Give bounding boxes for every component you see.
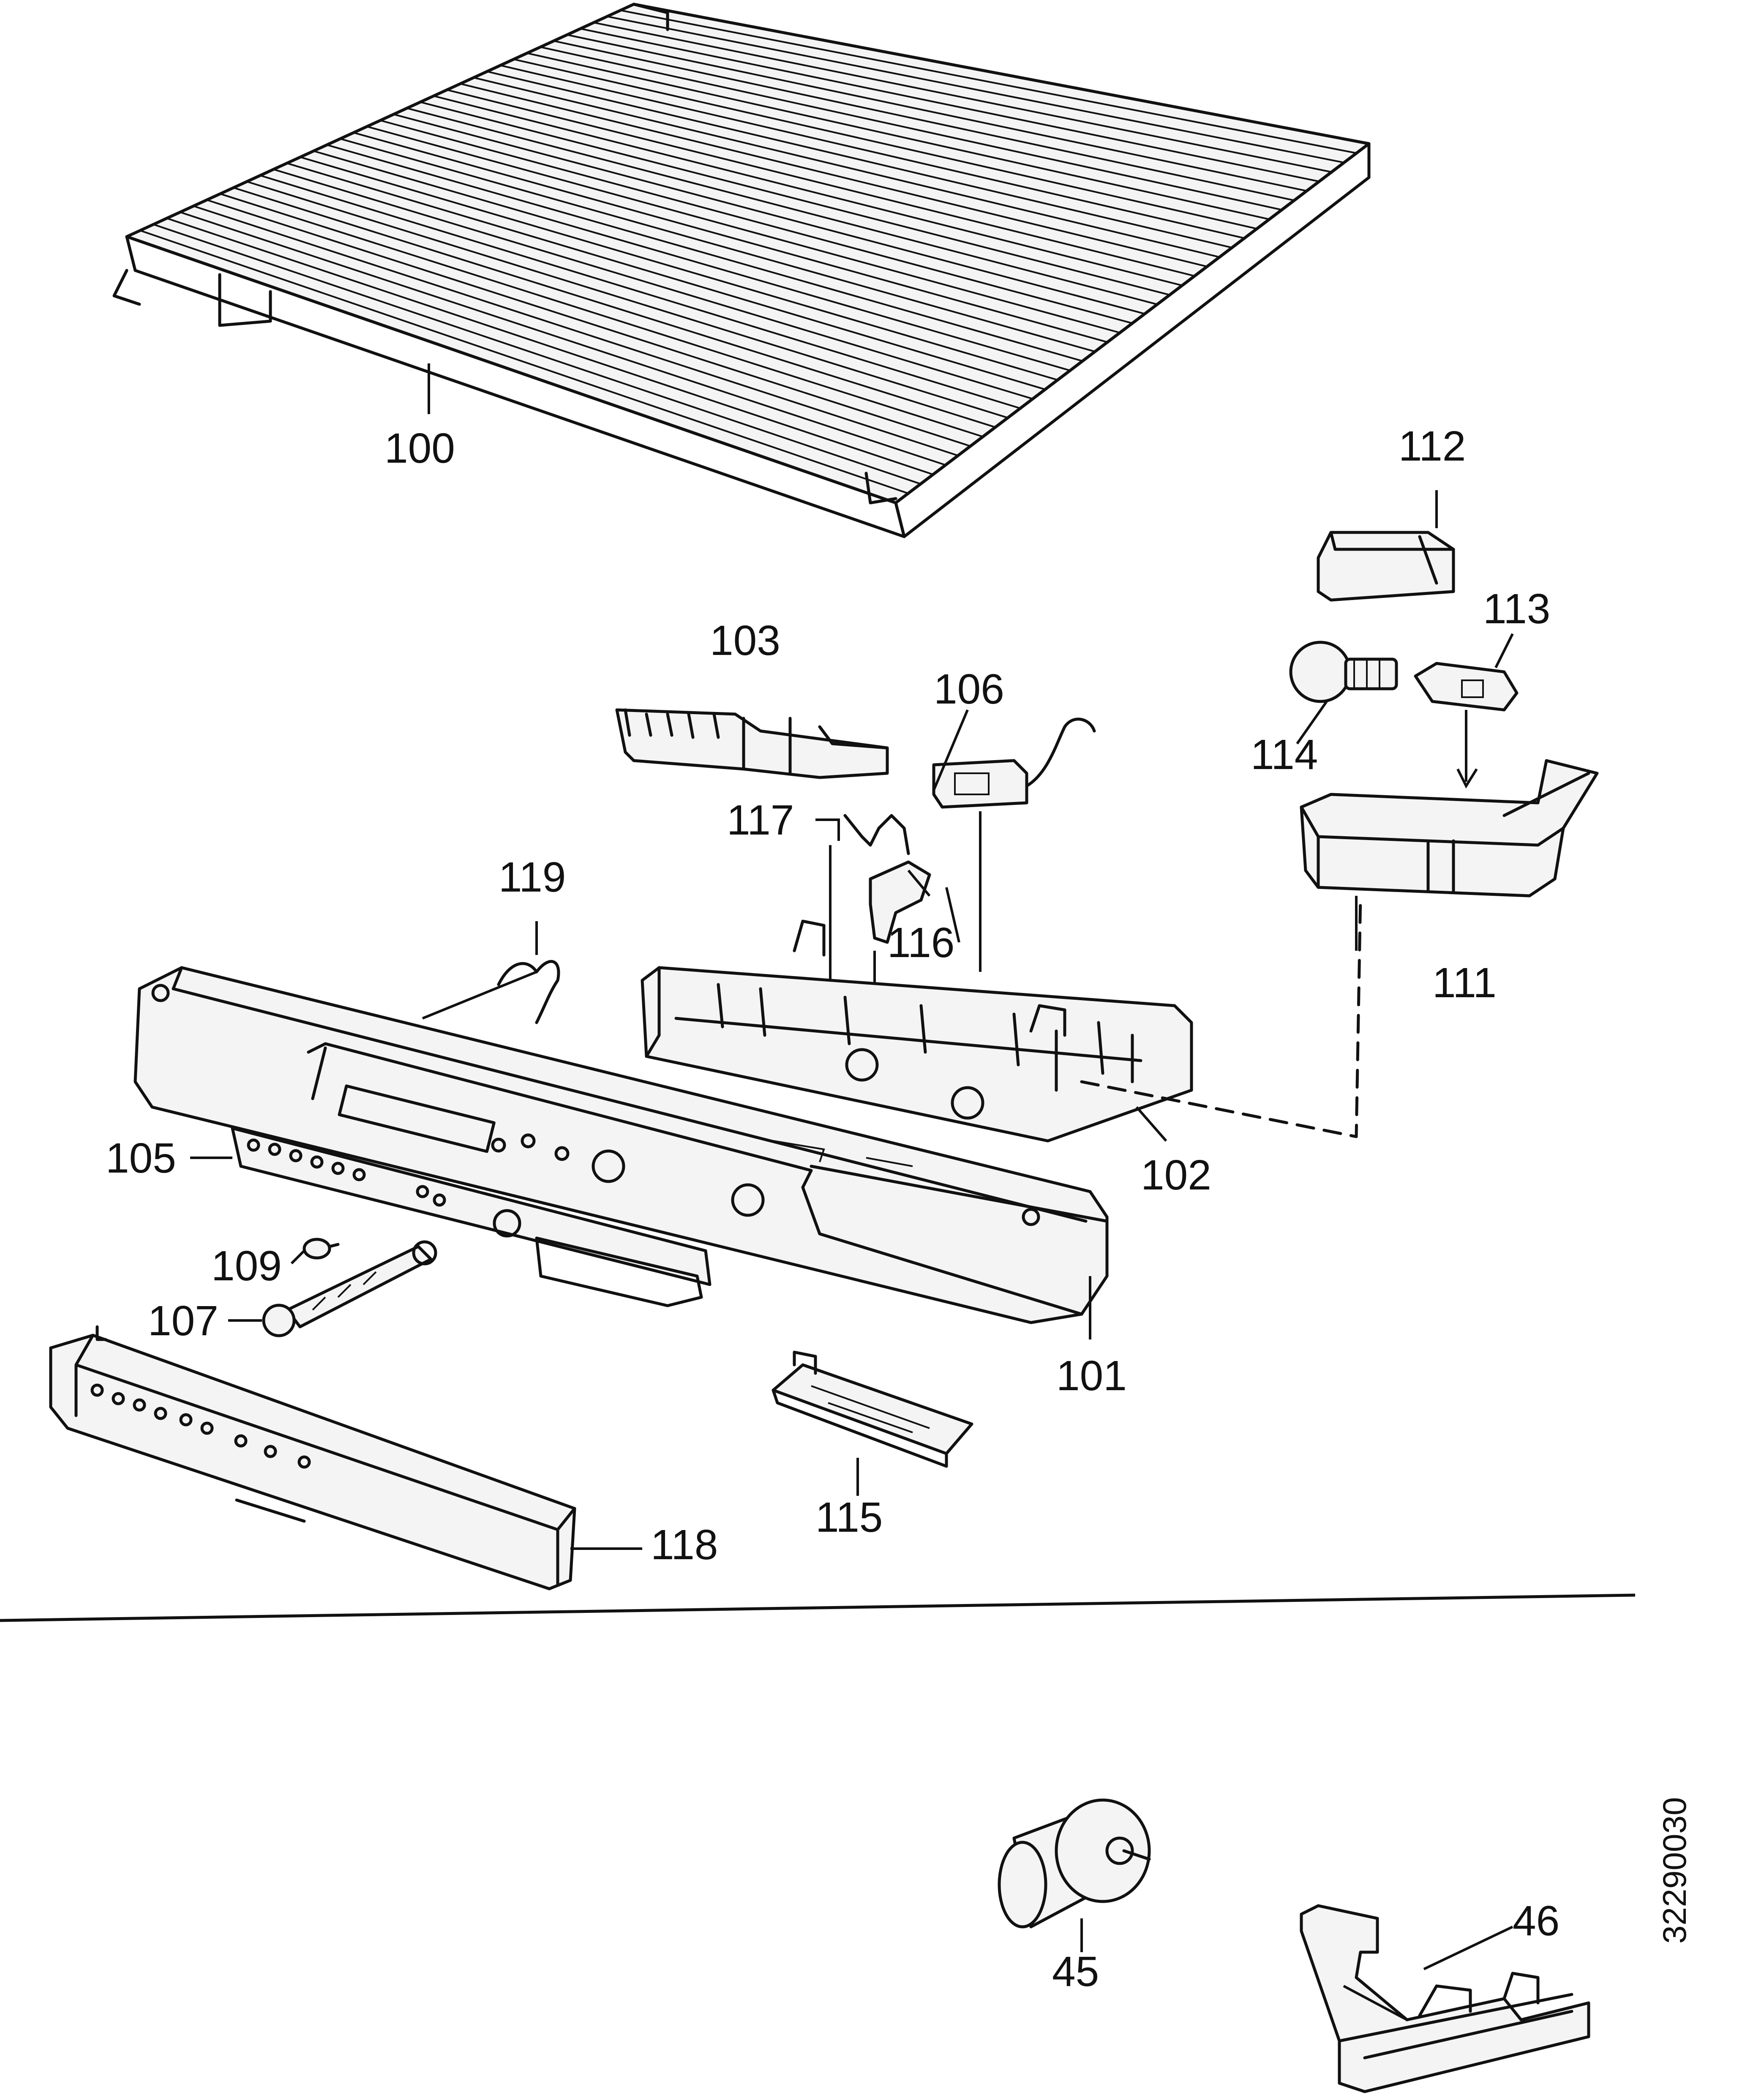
cover-rib: [393, 113, 1145, 315]
label-107: 107: [148, 1297, 218, 1345]
cover-rib: [300, 156, 1058, 381]
label-105: 105: [106, 1135, 176, 1182]
cover-rib: [313, 150, 1071, 371]
label-109: 109: [211, 1242, 282, 1290]
cover-rib: [273, 168, 1033, 400]
part-105-inner-panel: [231, 1127, 712, 1307]
cover-rib: [366, 125, 1121, 334]
part-114-bulb: [1289, 641, 1398, 703]
part-109-lamp: [303, 1238, 340, 1260]
part-46-bracket: [1300, 1904, 1590, 2093]
cover-rib: [526, 52, 1270, 220]
cover-rib: [593, 22, 1332, 173]
cover-rib: [260, 175, 1021, 409]
cover-rib: [567, 34, 1307, 192]
cover-rib: [620, 9, 1357, 154]
label-117: 117: [727, 797, 794, 844]
part-115-display-module: [772, 1350, 973, 1468]
part-107-shaft: [262, 1240, 437, 1337]
cover-rib: [607, 15, 1344, 164]
cover-rib: [246, 180, 1008, 419]
label-114: 114: [1251, 731, 1318, 778]
cover-rib: [500, 64, 1245, 239]
label-111: 111: [1432, 959, 1497, 1007]
cover-rib: [380, 120, 1133, 324]
cover-rib: [286, 162, 1046, 390]
part-103-electronic-module: [615, 708, 889, 779]
cover-rib: [460, 83, 1208, 267]
part-100-top-cover: [112, 3, 1371, 538]
label-100: 100: [384, 425, 455, 472]
cover-rib: [473, 76, 1220, 258]
cover-rib: [580, 27, 1320, 183]
cover-rib: [353, 132, 1108, 343]
cover-rib: [433, 95, 1183, 286]
label-102: 102: [1141, 1151, 1211, 1199]
label-103: 103: [710, 617, 780, 664]
cover-rib: [447, 89, 1195, 277]
cover-rib: [406, 107, 1158, 306]
leader-lines: [190, 363, 1514, 2021]
label-106: 106: [934, 666, 1004, 713]
section-divider: [0, 1593, 1636, 1622]
label-101: 101: [1056, 1352, 1127, 1399]
label-115: 115: [815, 1494, 883, 1541]
cover-rib: [327, 144, 1083, 362]
part-106-switch: [932, 717, 1096, 972]
part-112-cap: [1317, 531, 1455, 602]
part-101-control-panel: [134, 966, 1109, 1324]
label-46: 46: [1513, 1897, 1560, 1945]
cover-rib: [233, 187, 996, 428]
cover-rib: [420, 101, 1170, 296]
cover-rib: [540, 46, 1282, 211]
part-102-control-box: [641, 919, 1193, 1143]
cover-rib: [220, 193, 983, 438]
label-112: 112: [1399, 423, 1466, 470]
cover-rib: [139, 229, 909, 494]
cover-ribs: [139, 9, 1357, 494]
part-45-connector: [998, 1798, 1151, 1952]
part-118-front-strip: [49, 1325, 576, 1590]
part-113-holder: [1414, 662, 1519, 789]
cover-rib: [487, 71, 1232, 248]
label-113: 113: [1483, 585, 1550, 633]
cover-rib: [193, 205, 958, 457]
cover-rib: [153, 224, 921, 485]
part-labels: 100 112 103 113 106 114 117 119 116 111 …: [106, 423, 1693, 1995]
connection-dashed-line: [1080, 894, 1362, 1138]
label-116: 116: [887, 919, 954, 966]
label-45: 45: [1052, 1948, 1099, 1995]
cover-rib: [180, 211, 946, 466]
cover-rib: [340, 138, 1096, 353]
cover-rib: [553, 40, 1295, 202]
label-118: 118: [651, 1521, 718, 1569]
part-119-wire: [497, 960, 560, 1024]
part-111-lamp-housing: [1300, 759, 1599, 897]
cover-rib: [166, 217, 934, 475]
cover-rib: [206, 199, 971, 447]
drawing-code: 32290030: [1656, 1797, 1693, 1944]
cover-rib: [513, 58, 1257, 230]
label-119: 119: [499, 854, 566, 901]
